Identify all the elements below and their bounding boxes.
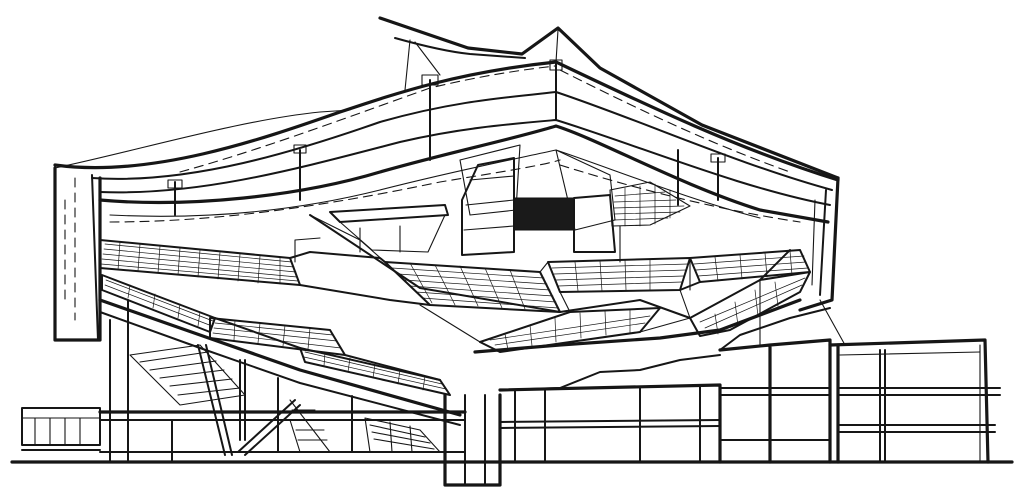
seating-terraces: [98, 214, 811, 426]
left-wall-hidden: [64, 177, 76, 321]
lower-stepped-area: [364, 417, 441, 453]
terrace-parapets: [214, 249, 791, 381]
entrance-canopy: [21, 407, 101, 446]
central-floors: [498, 383, 722, 464]
ceiling-curve-under: [109, 149, 761, 219]
interior-structure: [294, 214, 761, 346]
roof-slope-left: [54, 109, 351, 169]
seating-slab-left: [98, 298, 462, 417]
right-wall: [798, 176, 840, 312]
right-wall-inner: [819, 189, 827, 296]
seat-block-upper-left: [99, 239, 301, 286]
roof-structure: [53, 16, 840, 223]
roof-hidden-line-4: [559, 164, 801, 223]
central-floor-2: [499, 425, 721, 429]
seat-block-left-bottom: [299, 347, 451, 396]
right-wall-outer: [798, 176, 840, 312]
right-support-block: [718, 338, 832, 464]
seating-slab-right: [473, 298, 802, 354]
roof-skin-inner: [91, 91, 833, 191]
seat-block-upper-right: [689, 249, 811, 283]
upper-right-seat-block: [609, 181, 691, 227]
seat-block-left-mid: [101, 274, 216, 333]
roof-skin-main: [53, 60, 840, 182]
dark-opening: [513, 197, 575, 231]
mezzanine-balcony: [329, 204, 449, 253]
seating-slab-left-under: [99, 311, 461, 426]
central-floor-1: [499, 419, 721, 423]
stage-tower-line-2: [465, 199, 515, 206]
foyer-substructure: [10, 299, 1014, 487]
seating-slab-centre: [309, 214, 561, 313]
stage-tower-line-1: [469, 175, 515, 181]
seat-block-centre-back: [384, 261, 561, 313]
roof-skin-lower: [99, 119, 831, 206]
roof-hidden-line-3: [109, 159, 561, 223]
roof-hidden-line-1: [179, 65, 556, 173]
annex-building: [828, 338, 1001, 464]
left-wall: [53, 166, 102, 342]
entrance-columns: [21, 417, 101, 446]
stage-tower-line-3: [463, 225, 515, 231]
acoustic-ceiling: [98, 124, 830, 256]
right-wall-mullion: [811, 199, 816, 286]
right-outer-stair: [719, 307, 831, 351]
stage-tower-left: [461, 157, 515, 256]
central-floor-columns: [514, 385, 701, 463]
seat-block-right-back: [547, 257, 691, 293]
basement-core: [443, 393, 502, 487]
stage-tower-right: [573, 194, 616, 253]
roof-cable-left: [404, 39, 441, 91]
left-wall-inner: [91, 174, 99, 341]
roof-hangers: [167, 59, 726, 216]
ceiling-curve-main: [98, 124, 830, 224]
central-stair-steps: [499, 354, 721, 391]
foyer-staircase: [129, 344, 331, 453]
roof-hidden-line-2: [559, 69, 791, 173]
roof-ridge-left: [394, 37, 526, 59]
right-outer-edge: [819, 299, 846, 346]
roof-cable-right: [555, 29, 559, 63]
roof-outline-upper: [378, 16, 840, 180]
